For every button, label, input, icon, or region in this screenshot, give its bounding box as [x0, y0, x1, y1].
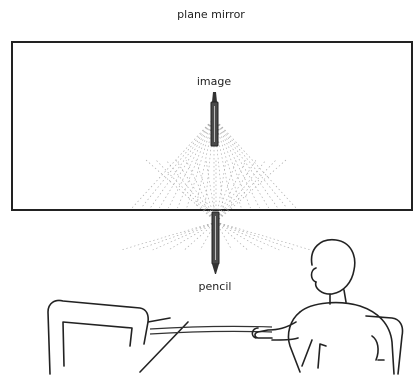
- ray: [214, 118, 296, 208]
- ray: [216, 222, 248, 250]
- ray: [178, 118, 214, 208]
- ray: [216, 222, 295, 250]
- ray: [159, 118, 214, 208]
- ray: [141, 118, 214, 208]
- ray: [132, 118, 214, 208]
- ray: [121, 222, 216, 250]
- pencil-reflection-icon: [211, 92, 218, 146]
- ray: [146, 160, 216, 222]
- ray: [137, 222, 216, 250]
- ray: [186, 160, 216, 222]
- ray: [216, 160, 276, 222]
- ray: [214, 118, 278, 208]
- ray: [156, 160, 216, 222]
- ray: [214, 118, 260, 208]
- ray: [216, 222, 279, 250]
- person-icon: [252, 240, 402, 374]
- ray: [150, 118, 214, 208]
- ray: [214, 118, 269, 208]
- ray: [216, 222, 264, 250]
- ray: [176, 160, 216, 222]
- ray: [216, 160, 256, 222]
- ray: [216, 160, 286, 222]
- ray: [169, 222, 217, 250]
- ray: [187, 118, 214, 208]
- ray: [216, 160, 246, 222]
- ray: [184, 222, 216, 250]
- chair-icon: [48, 300, 188, 374]
- ray: [166, 160, 216, 222]
- ray: [216, 222, 311, 250]
- ray: [153, 222, 216, 250]
- ray: [214, 118, 250, 208]
- pencil-icon: [212, 212, 219, 274]
